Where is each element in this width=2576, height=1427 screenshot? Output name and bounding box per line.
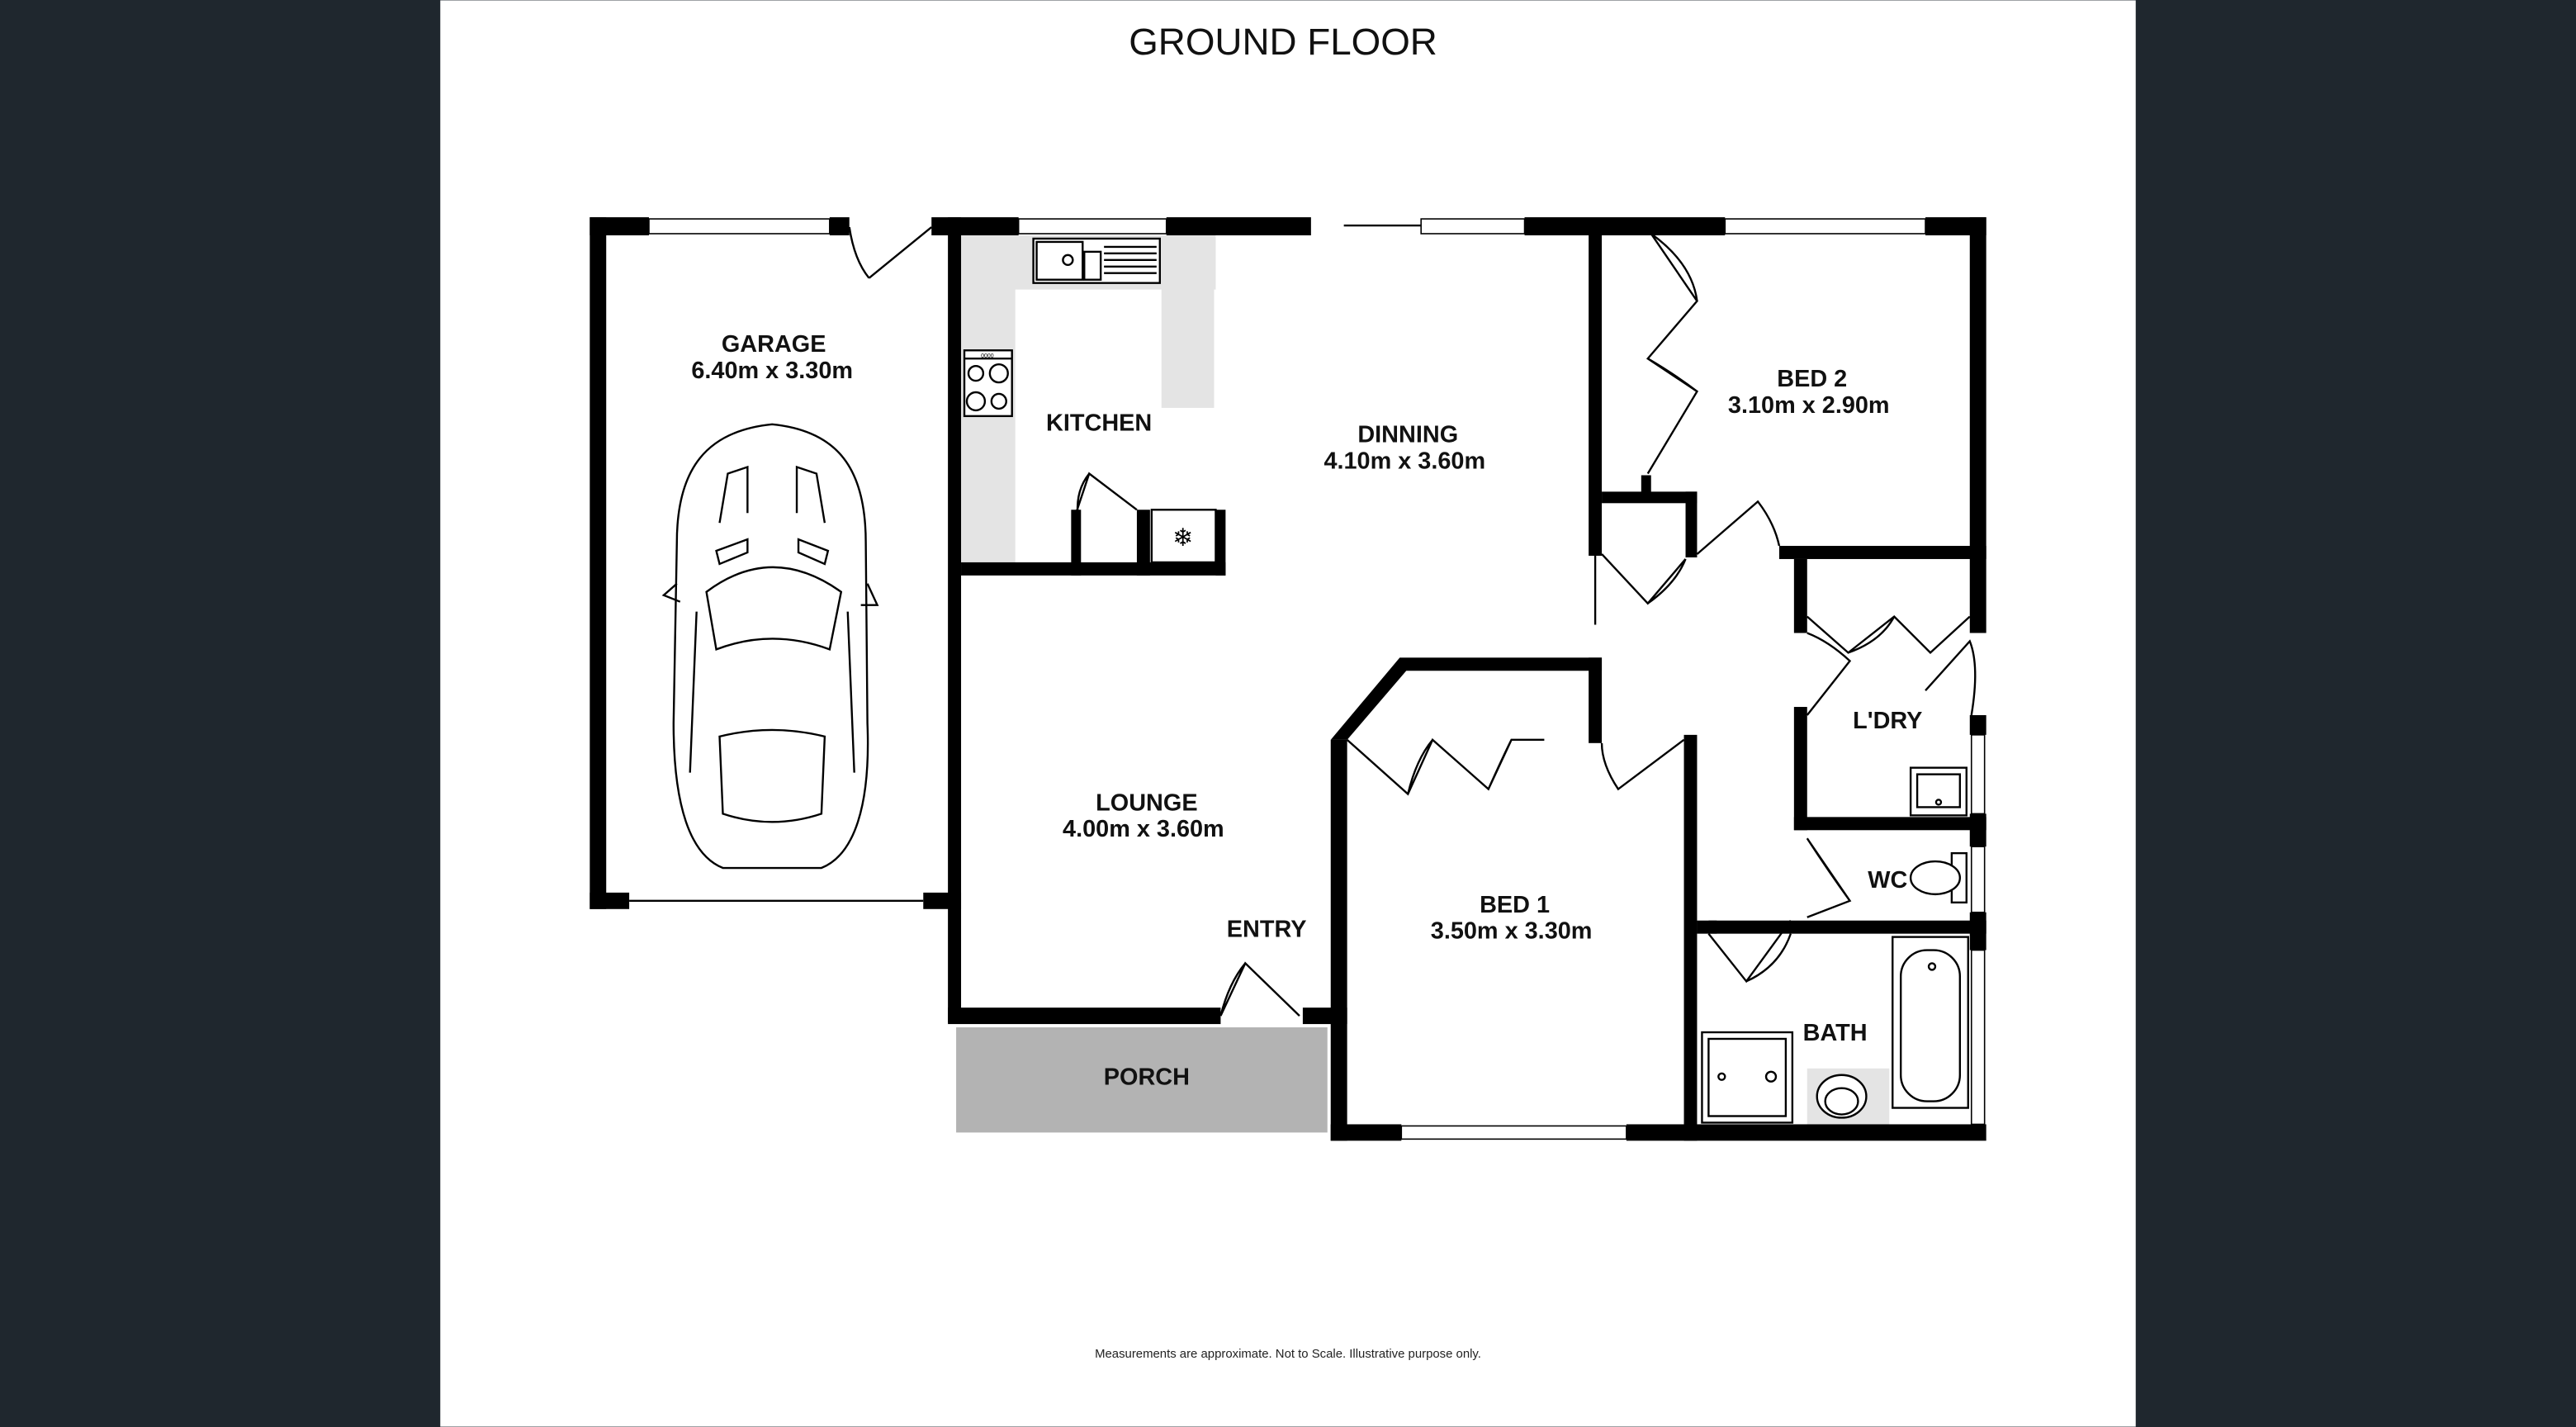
svg-text:❄: ❄ [1172, 524, 1193, 552]
entry-label: ENTRY [1227, 917, 1307, 943]
fridge-icon: ❄ [1150, 509, 1217, 564]
lounge-label: LOUNGE [1096, 789, 1197, 816]
room-labels: GARAGE 6.40m x 3.30m KITCHEN DINNING 4.1… [691, 331, 1922, 1090]
dinning-size: 4.10m x 3.60m [1324, 448, 1485, 475]
sink-icon [1032, 237, 1161, 284]
laundry-label: L'DRY [1853, 708, 1922, 734]
doors [848, 226, 1977, 1017]
car-icon [661, 423, 879, 870]
bath-label: BATH [1803, 1020, 1868, 1046]
laundry-tub-icon [1909, 766, 1968, 817]
kitchen-label: KITCHEN [1046, 410, 1152, 437]
bed1-label: BED 1 [1480, 892, 1550, 918]
stove-icon: 0000 [963, 349, 1013, 418]
basin-icon [1816, 1074, 1868, 1119]
bathtub-icon [1892, 936, 1969, 1109]
porch-area [956, 1027, 1328, 1133]
stove-label: 0000 [981, 353, 994, 359]
dinning-label: DINNING [1357, 422, 1458, 448]
toilet-icon [1909, 851, 1968, 904]
walls [590, 217, 1986, 1141]
garage-label: GARAGE [722, 331, 826, 358]
windows [629, 218, 1986, 1140]
lounge-size: 4.00m x 3.60m [1063, 816, 1224, 842]
wc-label: WC [1868, 867, 1907, 894]
garage-size: 6.40m x 3.30m [691, 358, 853, 384]
porch-label: PORCH [1104, 1064, 1190, 1091]
disclaimer-footer: Measurements are approximate. Not to Sca… [1095, 1347, 1481, 1361]
bed1-size: 3.50m x 3.30m [1431, 918, 1593, 945]
plan-title: GROUND FLOOR [1129, 21, 1437, 63]
bed2-label: BED 2 [1777, 366, 1847, 392]
bed2-size: 3.10m x 2.90m [1728, 392, 1890, 419]
shower-icon [1701, 1031, 1794, 1124]
